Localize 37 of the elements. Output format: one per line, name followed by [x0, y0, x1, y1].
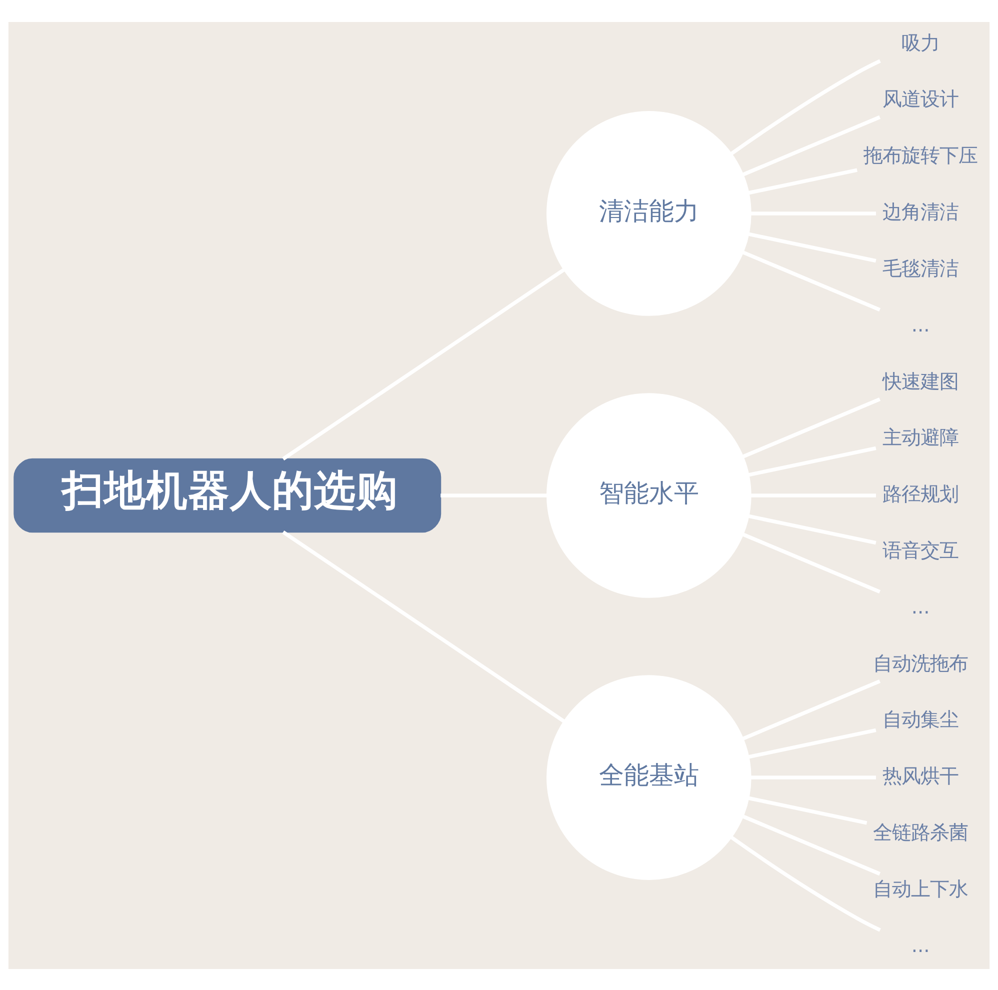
connector [742, 532, 881, 594]
node-circle: 清洁能力 [546, 110, 752, 316]
node-text: 全链路杀菌 [873, 820, 968, 844]
connector [282, 530, 566, 722]
node-text: 自动上下水 [873, 876, 968, 900]
connector [730, 58, 881, 155]
node-text: ... [911, 933, 930, 956]
connector [748, 446, 876, 476]
node-text: 语音交互 [882, 538, 959, 562]
node-circle: 全能基站 [546, 674, 752, 880]
node-text: 路径规划 [882, 482, 959, 506]
connector [748, 796, 868, 824]
node-text: 毛毯清洁 [882, 256, 959, 280]
node-text: 自动集尘 [882, 708, 959, 731]
connector [748, 168, 858, 194]
connector [282, 268, 566, 460]
connector [742, 678, 881, 740]
connector [742, 814, 881, 876]
connector [748, 514, 876, 544]
node-circle: 智能水平 [546, 392, 752, 598]
node-text: 拖布旋转下压 [864, 144, 978, 167]
connector [742, 250, 881, 312]
node-text: ... [911, 312, 930, 336]
node-text: 快速建图 [882, 369, 959, 392]
node-text: 自动洗拖布 [873, 651, 968, 674]
node-text: ... [911, 594, 930, 618]
node-box: 扫地机器人的选购 [14, 458, 442, 532]
connector [748, 728, 876, 758]
node-text: 边角清洁 [882, 200, 959, 224]
node-text: 吸力 [902, 30, 940, 54]
node-text: 热风烘干 [882, 764, 959, 788]
connector [742, 114, 881, 176]
connector [748, 232, 876, 262]
node-text: 风道设计 [882, 87, 959, 110]
node-text: 主动避障 [882, 426, 959, 449]
connector [730, 835, 881, 932]
connector [742, 396, 881, 458]
